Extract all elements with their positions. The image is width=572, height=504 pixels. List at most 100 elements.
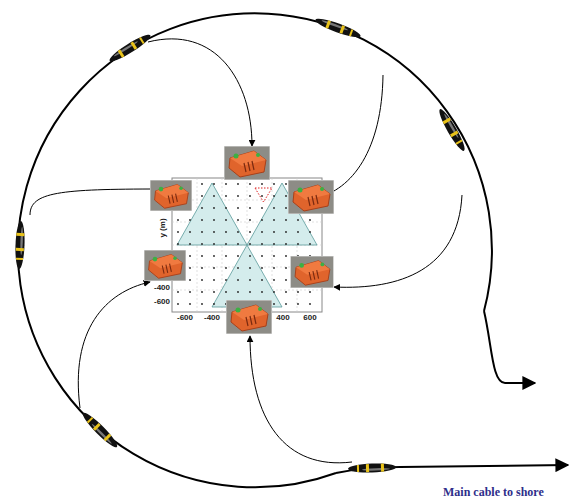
tick-label: 400 (276, 314, 289, 322)
grid-dot (201, 183, 203, 185)
grid-dot (237, 219, 239, 221)
grid-dot (285, 279, 287, 281)
grid-dot (189, 267, 191, 269)
grid-dot (201, 219, 203, 221)
grid-dot (249, 243, 251, 245)
grid-dot (309, 303, 311, 305)
grid-dot (213, 279, 215, 281)
grid-dot (273, 291, 275, 293)
grid-dot (225, 195, 227, 197)
grid-dot (309, 291, 311, 293)
grid-dot (225, 183, 227, 185)
grid-dot (201, 291, 203, 293)
grid-dot (177, 231, 179, 233)
grid-dot (201, 267, 203, 269)
grid-dot (201, 231, 203, 233)
grid-dot (273, 219, 275, 221)
grid-dot (225, 231, 227, 233)
grid-dot (189, 303, 191, 305)
grid-dot (177, 291, 179, 293)
grid-dot (297, 219, 299, 221)
grid-dot (213, 207, 215, 209)
grid-dot (309, 219, 311, 221)
cable-caption: Main cable to shore (443, 486, 544, 498)
grid-dot (249, 195, 251, 197)
grid-dot (249, 207, 251, 209)
grid-dot (285, 267, 287, 269)
grid-dot (237, 243, 239, 245)
grid-dot (237, 279, 239, 281)
grid-dot (261, 291, 263, 293)
grid-dot (249, 255, 251, 257)
grid-dot (297, 231, 299, 233)
grid-dot (225, 219, 227, 221)
grid-dot (261, 243, 263, 245)
grid-dot (237, 255, 239, 257)
grid-dot (213, 255, 215, 257)
grid-dot (201, 303, 203, 305)
grid-dot (285, 183, 287, 185)
grid-dot (273, 303, 275, 305)
grid-dot (189, 219, 191, 221)
grid-dot (213, 267, 215, 269)
grid-dot (249, 291, 251, 293)
grid-dot (261, 183, 263, 185)
grid-dot (273, 255, 275, 257)
grid-dot (213, 303, 215, 305)
grid-dot (285, 255, 287, 257)
grid-dot (237, 195, 239, 197)
tick-label: -600 (154, 298, 170, 306)
grid-dot (201, 207, 203, 209)
grid-dot (273, 195, 275, 197)
grid-dot (213, 231, 215, 233)
grid-dot (273, 231, 275, 233)
grid-dot (249, 231, 251, 233)
grid-dot (177, 219, 179, 221)
grid-dot (189, 291, 191, 293)
grid-dot (285, 243, 287, 245)
grid-dot (273, 243, 275, 245)
grid-dot (237, 231, 239, 233)
grid-dot (285, 291, 287, 293)
grid-dot (213, 243, 215, 245)
grid-dot (201, 195, 203, 197)
grid-dot (285, 195, 287, 197)
tick-label: -400 (154, 284, 170, 292)
grid-dot (213, 291, 215, 293)
grid-dot (273, 207, 275, 209)
grid-dot (273, 279, 275, 281)
grid-dot (177, 243, 179, 245)
grid-dot (237, 291, 239, 293)
grid-dot (237, 267, 239, 269)
grid-dot (273, 183, 275, 185)
grid-dot (309, 231, 311, 233)
grid-dot (237, 207, 239, 209)
grid-dot (249, 183, 251, 185)
grid-dot (297, 243, 299, 245)
grid-dot (249, 219, 251, 221)
grid-dot (201, 255, 203, 257)
grid-dot (177, 303, 179, 305)
grid-dot (261, 195, 263, 197)
grid-dot (189, 279, 191, 281)
grid-dot (213, 219, 215, 221)
grid-dot (309, 243, 311, 245)
tick-label: 600 (303, 314, 316, 322)
grid-dot (261, 219, 263, 221)
grid-dot (261, 279, 263, 281)
grid-dot (213, 195, 215, 197)
grid-dot (201, 243, 203, 245)
grid-dot (189, 255, 191, 257)
grid-dot (225, 207, 227, 209)
grid-dot (261, 267, 263, 269)
tick-label: -600 (177, 314, 193, 322)
grid-dot (225, 267, 227, 269)
grid-dot (237, 183, 239, 185)
grid-dot (225, 291, 227, 293)
grid-dot (297, 303, 299, 305)
grid-dot (285, 231, 287, 233)
grid-dot (189, 243, 191, 245)
grid-dot (189, 231, 191, 233)
grid-dot (201, 279, 203, 281)
